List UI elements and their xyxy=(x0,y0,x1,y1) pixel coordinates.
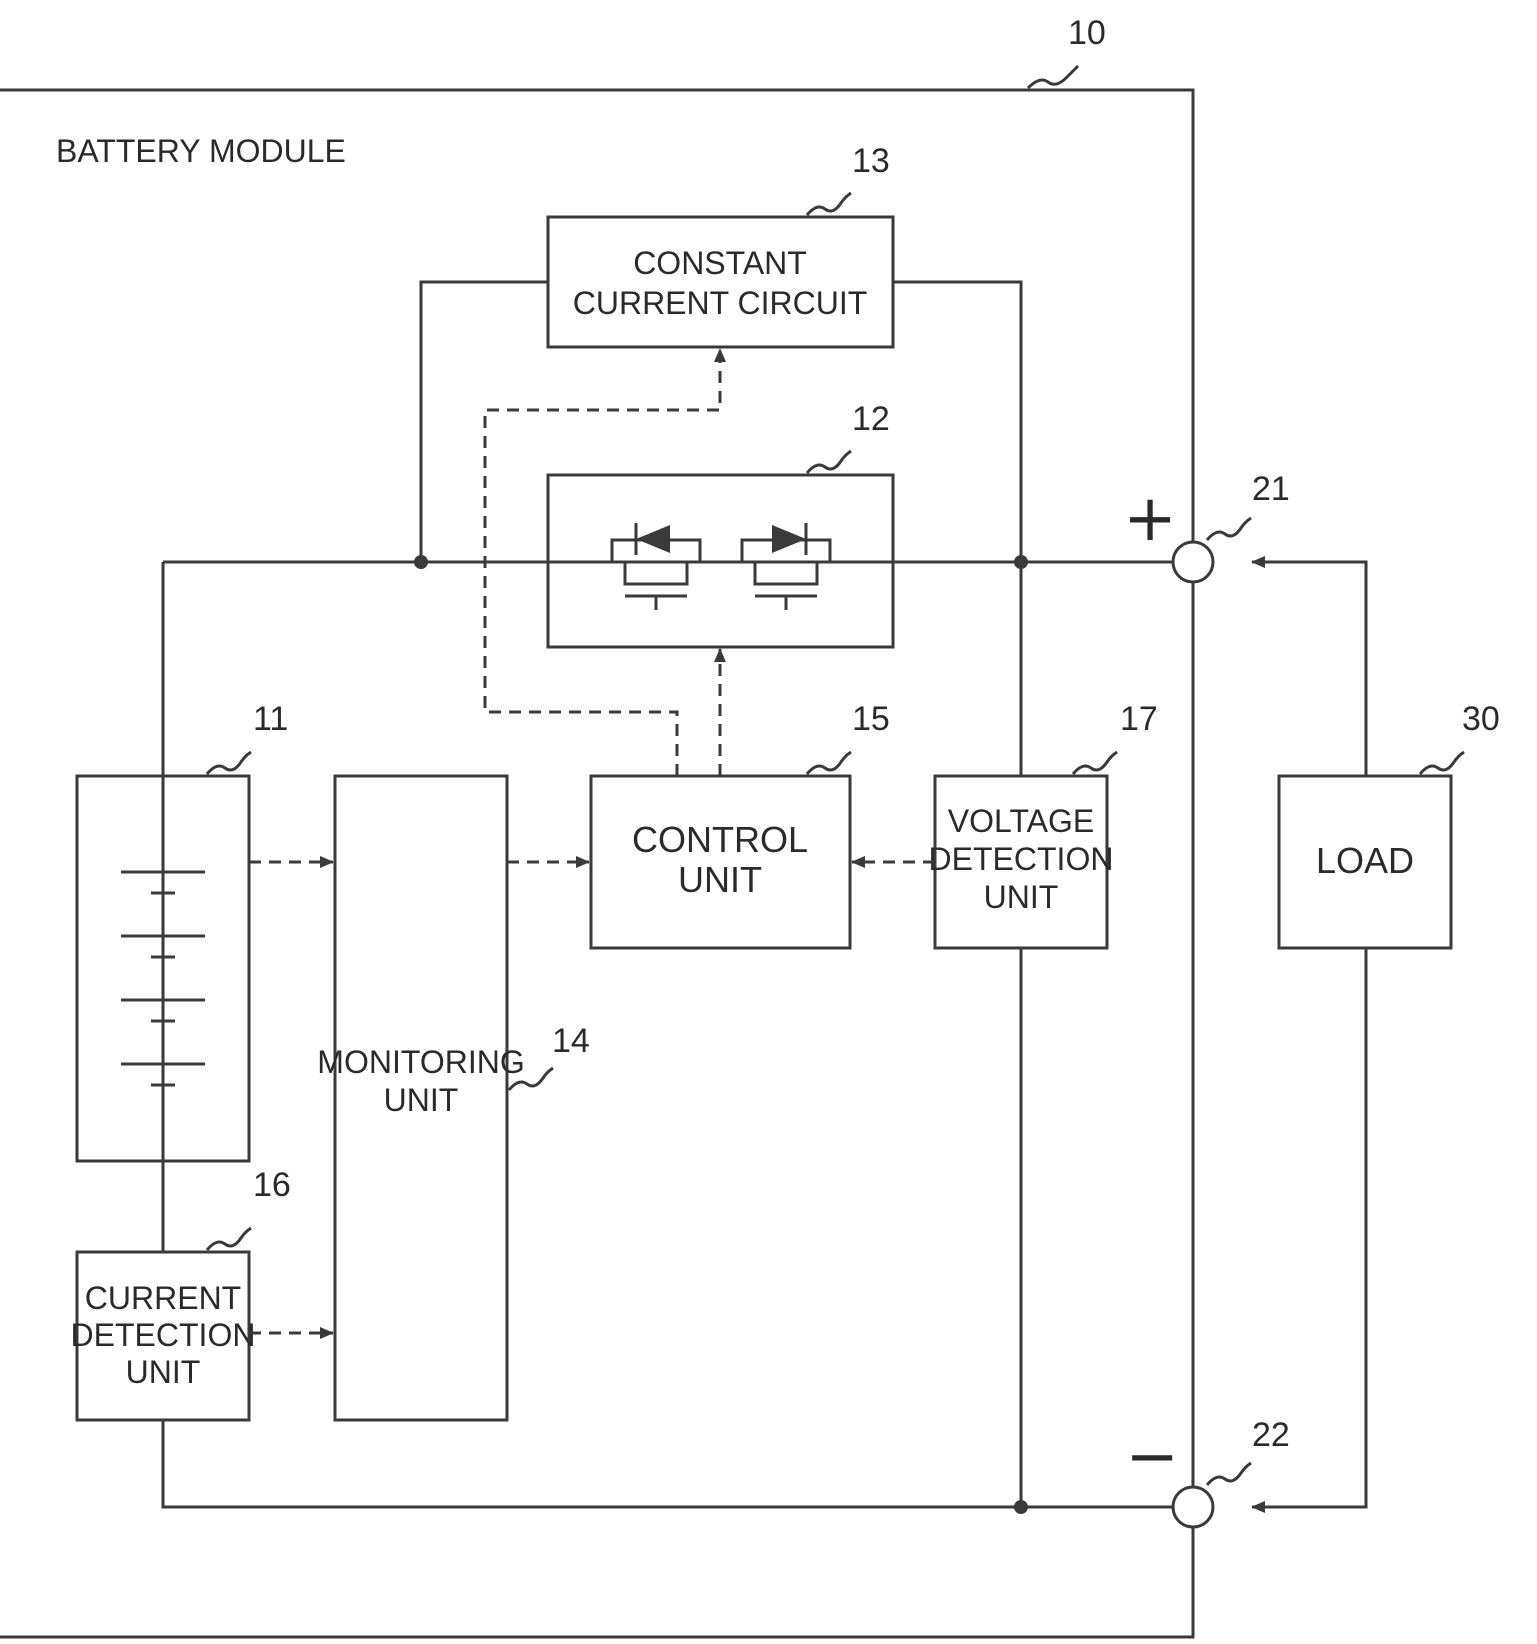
leader-12 xyxy=(807,451,851,473)
ref-10: 10 xyxy=(1068,14,1106,52)
current-detection-label-line2: DETECTION xyxy=(71,1317,256,1353)
ref-12: 12 xyxy=(852,400,890,438)
wire-bypass-right xyxy=(893,282,1021,562)
voltage-detection-label-line1: VOLTAGE xyxy=(948,803,1094,839)
monitoring-unit-label-line1: MONITORING xyxy=(317,1044,524,1080)
positive-terminal xyxy=(1173,542,1213,582)
leader-30 xyxy=(1420,752,1464,774)
current-detection-label-line1: CURRENT xyxy=(85,1280,241,1316)
constant-current-label-line1: CONSTANT xyxy=(633,245,807,281)
constant-current-label-line2: CURRENT CIRCUIT xyxy=(573,285,868,321)
voltage-detection-label-line3: UNIT xyxy=(984,879,1059,915)
load-label: LOAD xyxy=(1316,840,1414,881)
leader-21 xyxy=(1207,518,1251,540)
leader-17 xyxy=(1073,752,1117,774)
wire-load-loop xyxy=(1258,562,1366,1507)
leader-10 xyxy=(1028,66,1078,88)
ref-11: 11 xyxy=(253,700,288,738)
ref-21: 21 xyxy=(1252,470,1290,508)
negative-terminal xyxy=(1173,1487,1213,1527)
junction-dot xyxy=(1014,555,1028,569)
leader-11 xyxy=(207,752,251,774)
junction-dot xyxy=(414,555,428,569)
ref-30: 30 xyxy=(1462,700,1500,738)
ref-22: 22 xyxy=(1252,1416,1290,1454)
leader-16 xyxy=(207,1228,251,1250)
current-detection-label-line3: UNIT xyxy=(126,1354,201,1390)
ref-14: 14 xyxy=(552,1022,590,1060)
mosfet-right xyxy=(742,523,830,610)
ref-13: 13 xyxy=(852,142,890,180)
control-unit-label-line1: CONTROL xyxy=(632,819,808,860)
leader-22 xyxy=(1207,1463,1251,1485)
constant-current-circuit-block xyxy=(548,217,893,347)
junction-dot xyxy=(1014,1500,1028,1514)
control-unit-label-line2: UNIT xyxy=(678,859,762,900)
negative-terminal-sign: − xyxy=(1125,1420,1179,1494)
leader-13 xyxy=(807,193,851,215)
monitoring-unit-label-line2: UNIT xyxy=(384,1082,459,1118)
mosfet-left xyxy=(612,523,700,610)
battery-module-title: BATTERY MODULE xyxy=(56,133,346,169)
voltage-detection-label-line2: DETECTION xyxy=(929,841,1114,877)
ref-15: 15 xyxy=(852,700,890,738)
leader-15 xyxy=(807,752,851,774)
positive-terminal-sign: + xyxy=(1123,482,1177,556)
ref-17: 17 xyxy=(1120,700,1158,738)
ref-16: 16 xyxy=(253,1166,291,1204)
